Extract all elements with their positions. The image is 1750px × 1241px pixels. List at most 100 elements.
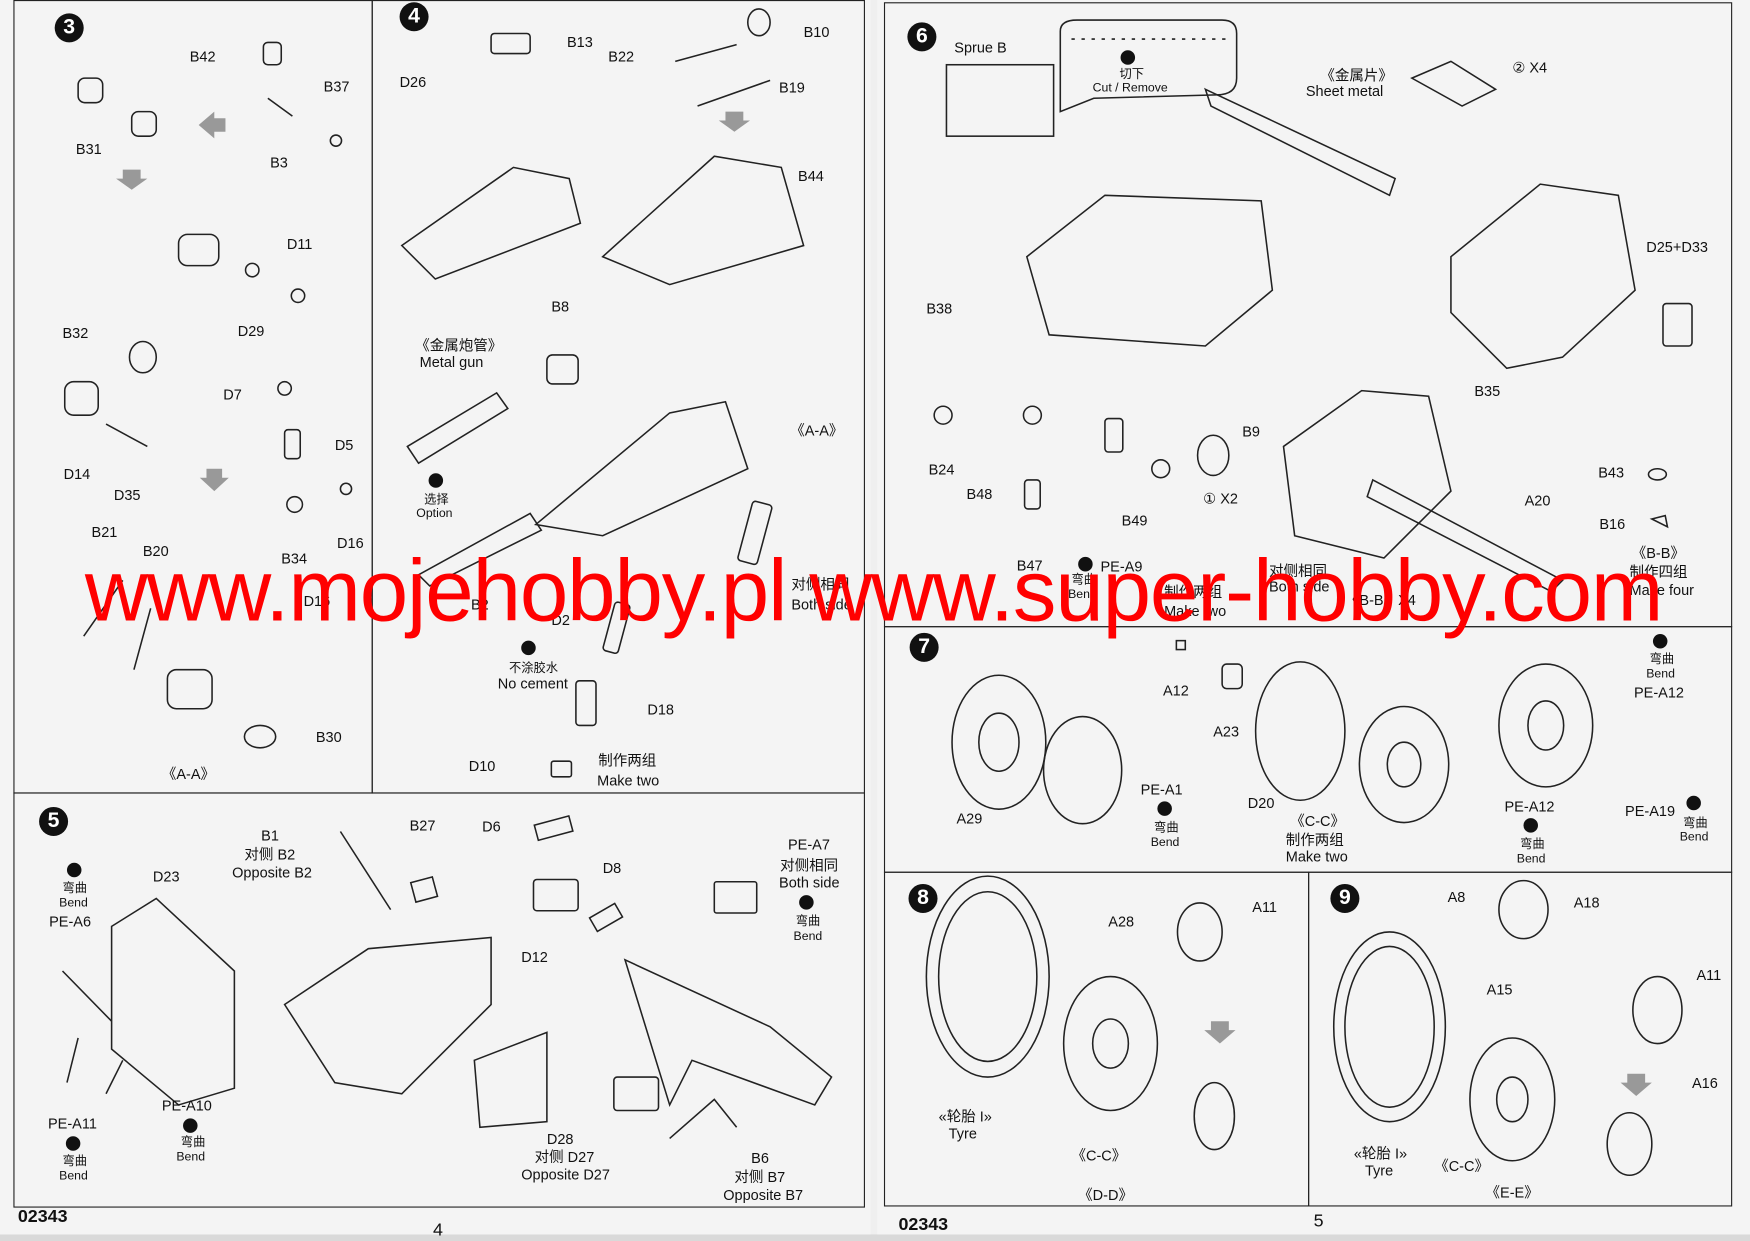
view-label: 《D-D》 xyxy=(1078,1186,1133,1204)
note-en: Tyre xyxy=(1364,1161,1394,1179)
part-label: PE-A11 xyxy=(47,1114,97,1132)
part-label: B8 xyxy=(551,297,570,315)
note-cn: 弯曲 xyxy=(795,915,821,929)
note-cn: 制作两组 xyxy=(598,752,657,769)
part-label: B34 xyxy=(281,550,308,567)
part-label: A28 xyxy=(1108,912,1135,930)
part-label: A12 xyxy=(1162,681,1189,699)
quantity-label: ① X2 xyxy=(1203,489,1238,507)
left-page xyxy=(0,0,871,1235)
part-label: D23 xyxy=(152,868,180,886)
part-label: B6 xyxy=(751,1149,769,1167)
part-label: B19 xyxy=(779,79,805,96)
note-cn: 选择 xyxy=(424,493,449,507)
part-label: D14 xyxy=(63,465,91,483)
note-en: Make two xyxy=(1285,848,1348,865)
product-code-right: 02343 xyxy=(898,1215,949,1235)
part-label: D6 xyxy=(482,818,501,835)
option-icon xyxy=(428,473,444,488)
page-number-left: 4 xyxy=(433,1221,443,1240)
note-cn: 对侧相同 xyxy=(791,575,850,593)
part-label: PE-A1 xyxy=(1140,781,1183,799)
part-label: B9 xyxy=(1242,423,1260,440)
step-number-6: 6 xyxy=(907,22,937,52)
part-label: B43 xyxy=(1598,464,1625,482)
note-en: Bend xyxy=(793,929,823,944)
note-cn: 弯曲 xyxy=(1520,838,1545,852)
note-cn: 对侧相同 xyxy=(1269,562,1328,580)
part-label: PE-A6 xyxy=(49,912,92,930)
step-number-3: 3 xyxy=(54,13,84,43)
view-label: 《A-A》 xyxy=(790,421,844,439)
part-label: B24 xyxy=(928,460,955,478)
part-label: B35 xyxy=(1474,382,1501,400)
part-label: A11 xyxy=(1252,898,1278,916)
part-label: PE-A19 xyxy=(1625,802,1676,820)
note-cn: 弯曲 xyxy=(1154,821,1179,835)
part-label: B22 xyxy=(608,47,635,65)
note-en: Sheet metal xyxy=(1305,82,1384,100)
note-cn: 制作四组 xyxy=(1629,563,1688,581)
note-en: Bend xyxy=(1516,852,1546,867)
part-label: A11 xyxy=(1696,966,1722,984)
part-label: D7 xyxy=(223,386,242,403)
part-label: PE-A12 xyxy=(1633,684,1684,701)
note-cn: 弯曲 xyxy=(62,881,88,896)
cut-label-en: Cut / Remove xyxy=(1092,81,1168,95)
view-label: 《C-C》 xyxy=(1434,1157,1489,1175)
note-cn: 对侧 B7 xyxy=(734,1168,786,1186)
bend-icon xyxy=(1686,795,1701,811)
note-cn: «轮胎 I» xyxy=(938,1108,992,1126)
part-label: D2 xyxy=(551,611,570,629)
note-en: Both side xyxy=(1269,578,1330,595)
part-label: D20 xyxy=(1247,794,1275,812)
note-en: Opposite B7 xyxy=(723,1186,804,1204)
view-label: 《A-A》 xyxy=(161,765,216,783)
part-label: A8 xyxy=(1447,888,1466,906)
part-label: B20 xyxy=(142,542,169,560)
part-label: D29 xyxy=(237,322,265,340)
note-en: No cement xyxy=(497,675,568,692)
note-en: Metal gun xyxy=(419,353,484,371)
part-label: D16 xyxy=(303,592,331,610)
note-en: Both side xyxy=(791,595,852,613)
note-en: Bend xyxy=(1150,835,1180,850)
note-en: Bend xyxy=(59,896,88,910)
bend-icon xyxy=(65,1136,81,1151)
step-number-9: 9 xyxy=(1330,883,1360,913)
part-label: PE-A7 xyxy=(787,835,830,853)
note-cn: 弯曲 xyxy=(1683,816,1708,831)
bend-icon xyxy=(1523,818,1538,833)
part-label: B13 xyxy=(566,33,593,51)
bend-icon xyxy=(1652,633,1668,649)
part-label: A29 xyxy=(956,810,983,828)
note-cn: 制作两组 xyxy=(1164,583,1223,601)
part-label: D25+D33 xyxy=(1646,238,1708,256)
note-cn: 弯曲 xyxy=(1649,652,1675,667)
part-label: D35 xyxy=(113,486,141,504)
note-cn: 弯曲 xyxy=(1071,573,1097,588)
note-en: Tyre xyxy=(948,1125,977,1142)
view-label: 《C-C》 xyxy=(1290,812,1346,830)
product-code-left: 02343 xyxy=(17,1207,68,1227)
no-cement-icon xyxy=(521,640,536,656)
note-en: Opposite D27 xyxy=(521,1166,610,1184)
step-4-panel xyxy=(371,0,865,794)
cut-icon xyxy=(1120,50,1136,65)
part-label: B27 xyxy=(409,816,436,834)
part-label: B38 xyxy=(926,300,953,317)
watermark: www.mojehobby.pl www.super-hobby.com xyxy=(84,541,1664,640)
step-number-8: 8 xyxy=(908,883,938,913)
step-number-5: 5 xyxy=(39,806,69,836)
note-cn: 弯曲 xyxy=(180,1136,206,1150)
step-number-4: 4 xyxy=(399,2,429,32)
part-label: A15 xyxy=(1486,981,1513,998)
part-label: A20 xyxy=(1524,492,1551,509)
part-label: B47 xyxy=(1016,556,1043,574)
part-label: B48 xyxy=(966,485,993,503)
note-en: Opposite B2 xyxy=(232,863,313,881)
part-label: B42 xyxy=(189,47,216,65)
quantity-label: ② X4 xyxy=(1512,59,1548,76)
part-label: B37 xyxy=(323,78,350,95)
